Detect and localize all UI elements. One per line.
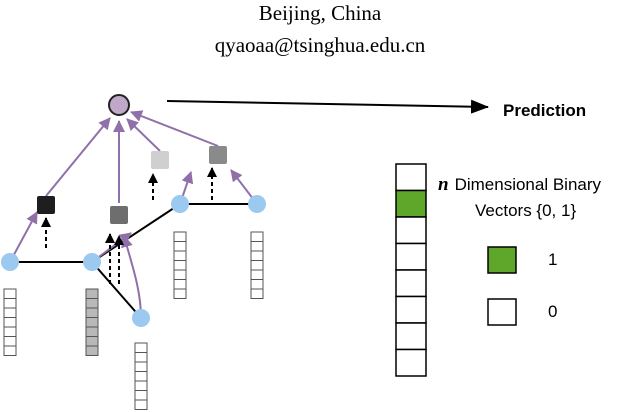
node-vectors: [3, 231, 264, 410]
vector-stack: [85, 288, 99, 356]
hidden-state-2: [110, 206, 128, 224]
vector-cell: [134, 380, 148, 391]
vector-cell: [250, 231, 264, 242]
vector-cell: [3, 288, 17, 299]
binary-vector-cell: [395, 348, 427, 377]
legend-zero-label: 0: [548, 302, 557, 321]
vector-cell: [173, 241, 187, 252]
vector-cell: [250, 250, 264, 261]
vector-cell: [3, 298, 17, 309]
vector-cell: [3, 317, 17, 328]
vector-cell: [250, 288, 264, 299]
legend-one-label: 1: [548, 250, 557, 269]
tree-node: [248, 195, 266, 213]
vector-cell: [173, 231, 187, 242]
binary-vector-cell: [395, 242, 427, 271]
vector-cell: [85, 326, 99, 337]
prediction-label: Prediction: [503, 101, 586, 120]
vector-stack: [3, 288, 17, 356]
vector-cell: [250, 269, 264, 280]
root-node: [108, 94, 130, 116]
vector-cell: [250, 279, 264, 290]
vector-cell: [250, 260, 264, 271]
dashed-arrows: [41, 167, 217, 284]
binary-vector-cell: [395, 189, 427, 218]
vector-stack: [134, 342, 148, 410]
vector-cell: [3, 326, 17, 337]
vector-cell: [3, 345, 17, 356]
vector-cell: [173, 279, 187, 290]
vector-cell: [85, 345, 99, 356]
vector-cell: [85, 288, 99, 299]
vector-cell: [173, 269, 187, 280]
legend: n Dimensional Binary Vectors {0, 1} 1 0: [438, 174, 602, 326]
vector-cell: [85, 336, 99, 347]
vector-cell: [173, 288, 187, 299]
tree-node: [171, 195, 189, 213]
legend-one-swatch: [487, 246, 517, 274]
vector-cell: [134, 399, 148, 410]
binary-vector-cell: [395, 322, 427, 351]
tree-node: [132, 309, 150, 327]
tree-node: [83, 253, 101, 271]
vector-cell: [134, 371, 148, 382]
vector-cell: [85, 298, 99, 309]
vector-cell: [173, 260, 187, 271]
legend-zero-swatch: [487, 298, 517, 326]
author-email: qyaoaa@tsinghua.edu.cn: [214, 33, 426, 57]
vector-cell: [85, 307, 99, 318]
vector-cell: [85, 317, 99, 328]
binary-vector-cell: [395, 216, 427, 245]
legend-title-line2: Vectors {0, 1}: [475, 201, 576, 220]
hidden-state-1: [37, 196, 55, 214]
hidden-state-3: [151, 151, 169, 169]
vector-cell: [134, 352, 148, 363]
legend-title-line1: n Dimensional Binary: [438, 174, 602, 195]
aggregation-edges: [9, 110, 258, 319]
vector-stack: [173, 231, 187, 299]
vector-cell: [173, 250, 187, 261]
tree-node: [1, 253, 19, 271]
hidden-state-4: [209, 146, 227, 164]
binary-vector-column: [395, 163, 427, 377]
legend-var-n: n: [438, 174, 449, 195]
vector-cell: [3, 307, 17, 318]
binary-vector-cell: [395, 163, 427, 192]
vector-cell: [134, 390, 148, 401]
prediction-arrow: [166, 99, 489, 114]
binary-vector-cell: [395, 295, 427, 324]
vector-cell: [3, 336, 17, 347]
vector-cell: [250, 241, 264, 252]
binary-vector-cell: [395, 269, 427, 298]
tree-edges: [10, 203, 257, 319]
author-affiliation: Beijing, China: [258, 1, 382, 25]
tree-nodes: [1, 195, 266, 327]
vector-cell: [134, 361, 148, 372]
vector-cell: [134, 342, 148, 353]
vector-stack: [250, 231, 264, 299]
legend-title-text: Dimensional Binary: [455, 175, 602, 194]
